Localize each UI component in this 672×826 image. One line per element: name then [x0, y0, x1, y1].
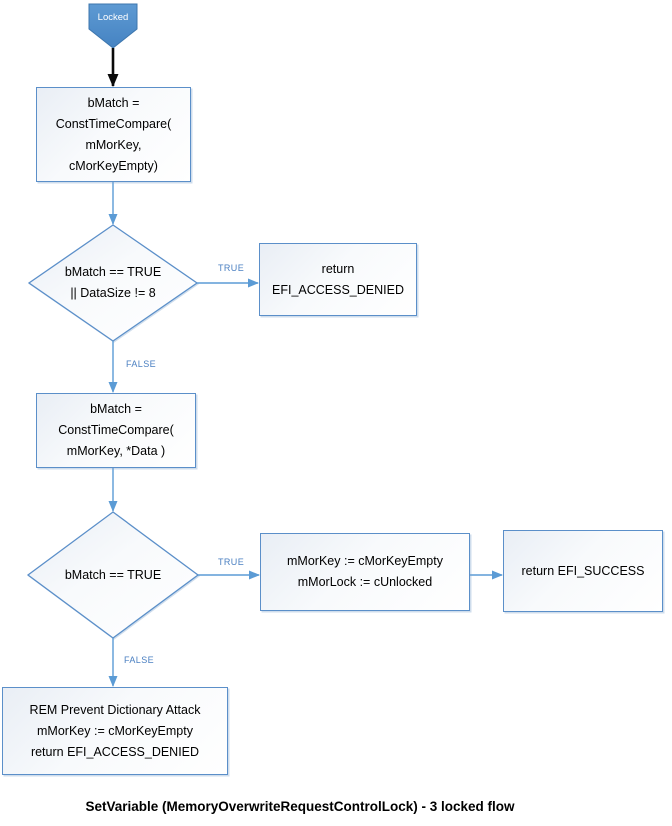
- edge-label-false1: FALSE: [124, 359, 159, 369]
- process-access-denied: return EFI_ACCESS_DENIED: [259, 243, 417, 316]
- decision-match-label: bMatch == TRUE: [64, 567, 162, 582]
- process-compare-empty: bMatch = ConstTimeCompare( mMorKey, cMor…: [36, 87, 191, 182]
- diagram-caption: SetVariable (MemoryOverwriteRequestContr…: [85, 799, 515, 814]
- edge-label-false2: FALSE: [122, 655, 157, 665]
- process-compare-data: bMatch = ConstTimeCompare( mMorKey, *Dat…: [36, 393, 196, 468]
- decision-match-or-size-label: bMatch == TRUE || DataSize != 8: [64, 265, 162, 300]
- start-terminator-label: Locked: [97, 12, 129, 23]
- edge-label-true1: TRUE: [216, 263, 247, 273]
- process-unlock: mMorKey := cMorKeyEmpty mMorLock := cUnl…: [260, 533, 470, 611]
- process-dictionary-attack: REM Prevent Dictionary Attack mMorKey :=…: [2, 687, 228, 775]
- process-success: return EFI_SUCCESS: [503, 530, 663, 612]
- start-terminator-shape: [88, 3, 138, 49]
- edge-label-true2: TRUE: [216, 557, 247, 567]
